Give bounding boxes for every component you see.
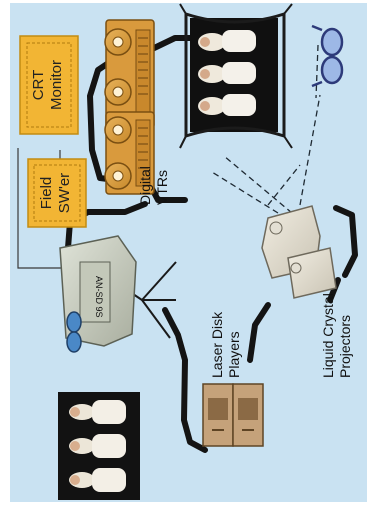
tripod [129,261,177,339]
stereo-screen [179,3,293,149]
screen-people-image [198,30,256,116]
laser-disk-players [202,383,264,447]
digital-vtr-top [104,19,155,129]
projection-lines [211,44,321,214]
digital-vtr-bottom [104,111,155,195]
projectors-label-line1: Liquid Crystal [320,293,336,378]
cable-laserdisk-to-projectors [247,302,271,363]
cable-projectors-to-screen [333,205,358,278]
digital-vtrs-label-line2: VTRs [154,170,170,205]
field-switcher-box: Field SW'er [27,158,87,228]
camera-model-label: AN-SD 9S [94,276,104,318]
crt-monitor-label-line1: CRT [30,70,47,101]
crt-monitor-box: CRT Monitor [19,35,79,135]
liquid-crystal-projectors [261,205,337,299]
laser-disk-label-line1: Laser Disk [209,311,225,378]
cable-camera-to-laserdisk [162,307,208,453]
projectors-label-line2: Projectors [337,315,353,378]
stereo-glasses-icon [311,24,344,88]
field-switcher-label-line1: Field [38,177,55,210]
stereo-camera: AN-SD 9S [59,235,177,353]
crt-monitor-label-line2: Monitor [48,60,65,110]
digital-vtrs-label-line1: Digital [137,166,153,205]
laser-disk-label-line2: Players [226,331,242,378]
subjects-photo-inset [58,392,140,500]
field-switcher-label-line2: SW'er [56,173,73,213]
